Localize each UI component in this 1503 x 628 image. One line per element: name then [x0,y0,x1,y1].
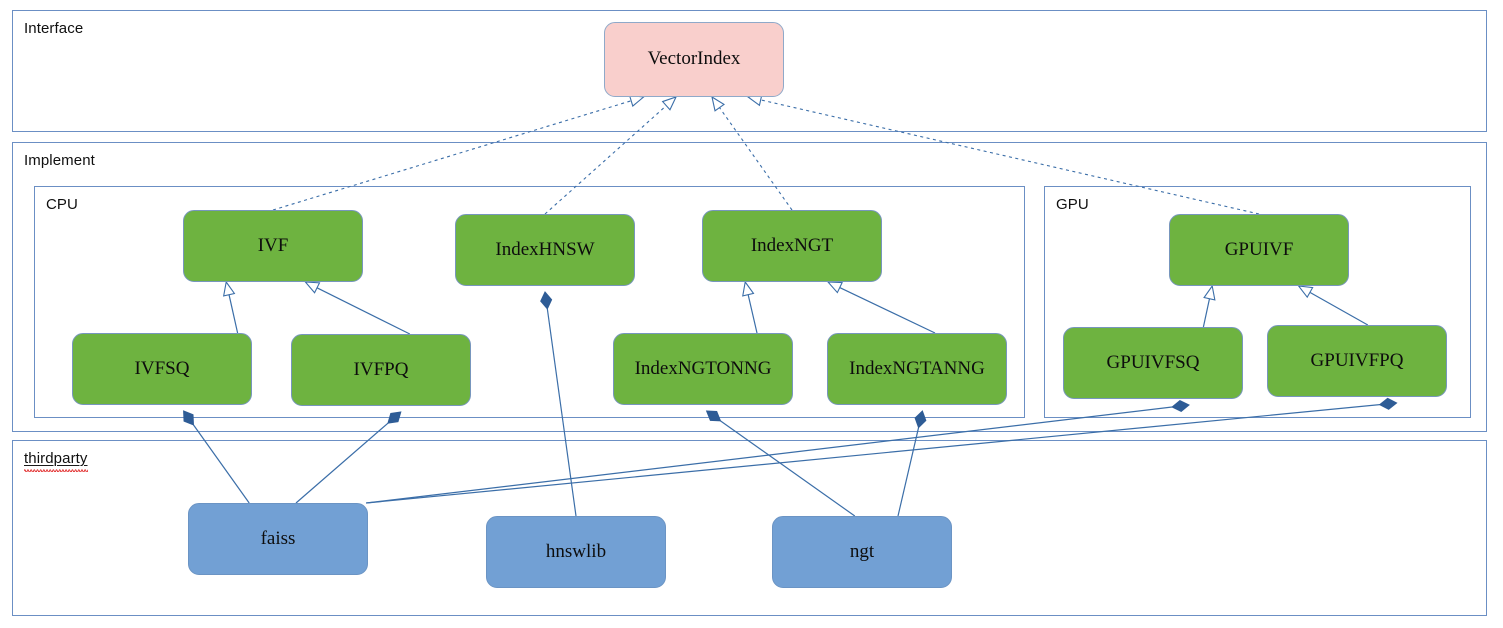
node-label: GPUIVFPQ [1310,349,1404,371]
node-indexngt[interactable]: IndexNGT [702,210,882,282]
node-indexngtanng[interactable]: IndexNGTANNG [827,333,1007,405]
container-label-interface: Interface [24,20,84,37]
node-label: IVFPQ [353,358,409,380]
node-label: VectorIndex [647,48,741,70]
node-label: GPUIVF [1224,238,1294,260]
container-label-gpu: GPU [1056,196,1089,213]
node-ivf[interactable]: IVF [183,210,363,282]
node-gpuivfsq[interactable]: GPUIVFSQ [1063,327,1243,399]
node-label: GPUIVFSQ [1106,351,1200,373]
container-label-cpu: CPU [46,196,78,213]
container-label-implement: Implement [24,152,95,169]
node-gpuivf[interactable]: GPUIVF [1169,214,1349,286]
node-label: IndexNGTANNG [849,357,985,379]
node-ngt[interactable]: ngt [772,516,952,588]
node-label: hnswlib [545,540,607,562]
node-gpuivfpq[interactable]: GPUIVFPQ [1267,325,1447,397]
spellcheck-squiggle [24,469,88,472]
node-ivfsq[interactable]: IVFSQ [72,333,252,405]
container-label-thirdparty: thirdparty [24,450,88,472]
node-hnswlib[interactable]: hnswlib [486,516,666,588]
node-label: faiss [260,527,296,549]
node-indexngtonng[interactable]: IndexNGTONNG [613,333,793,405]
node-faiss[interactable]: faiss [188,503,368,575]
node-label: ngt [849,540,875,562]
node-indexhnsw[interactable]: IndexHNSW [455,214,635,286]
node-label: IVF [257,234,289,256]
node-label: IVFSQ [134,357,190,379]
node-ivfpq[interactable]: IVFPQ [291,334,471,406]
node-label: IndexNGTONNG [634,357,772,379]
node-label: IndexHNSW [495,238,595,260]
node-label: IndexNGT [750,234,834,256]
node-vectorindex[interactable]: VectorIndex [604,22,784,97]
